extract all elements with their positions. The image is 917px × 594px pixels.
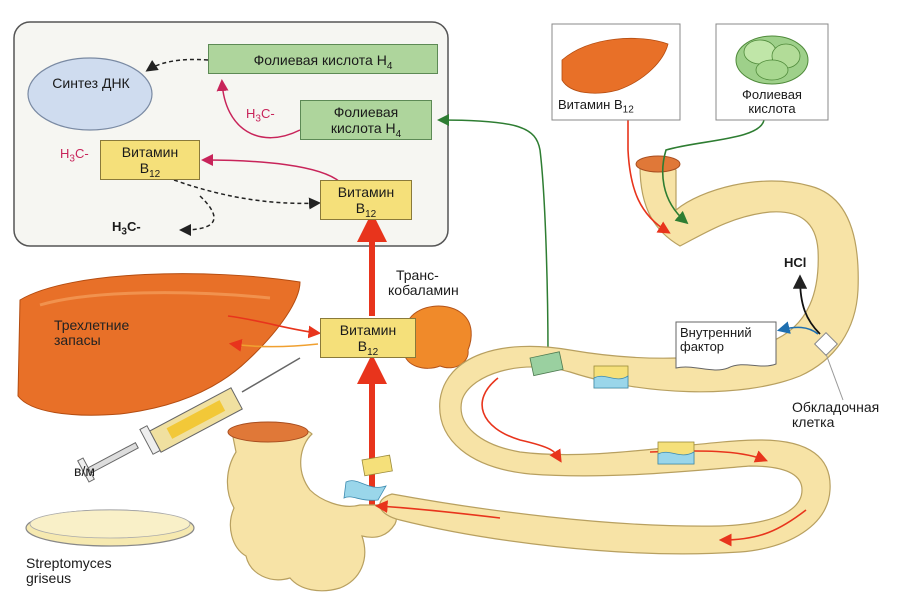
methyl-group-label-2: H3C- [60,146,89,165]
vitamin-b12-blood-box: Витамин B12 [320,318,416,358]
if-piece-ileum [344,481,386,501]
esophagus-opening [636,156,680,172]
intramuscular-label: в/м [74,464,95,479]
b12-piece-ileum [362,455,392,476]
dna-synthesis-ellipse [28,58,152,130]
parietal-cell-label: Обкладочная клетка [792,400,879,431]
free-methyl-label: H3C- [112,220,141,238]
folic-acid-h4-mid-box: Фолиевая кислота H4 [300,100,432,140]
petri-dish-icon [26,510,194,546]
dna-synthesis-label: Синтез ДНК [50,76,132,91]
dietary-b12-label: Витамин B12 [558,98,634,116]
parietal-cell-leader [826,354,843,400]
liver-stores-label: Трехлетние запасы [54,318,129,349]
methyl-group-label-1: H3C- [246,106,275,125]
vitamin-b12-cell-box-left: Витамин B12 [100,140,200,180]
cabbage-icon [736,36,808,84]
streptomyces-label: Streptomyces griseus [26,556,112,587]
intrinsic-factor-label: Внутренний фактор [680,326,752,355]
vitamin-b12-cell-box-center: Витамин B12 [320,180,412,220]
folic-acid-h4-top-box: Фолиевая кислота H4 [208,44,438,74]
hcl-label: HCl [784,256,806,270]
dietary-folate-label: Фолиевая кислота [722,88,822,117]
transcobalamin-label: Транс- кобаламин [388,268,459,299]
colon-opening [228,422,308,442]
